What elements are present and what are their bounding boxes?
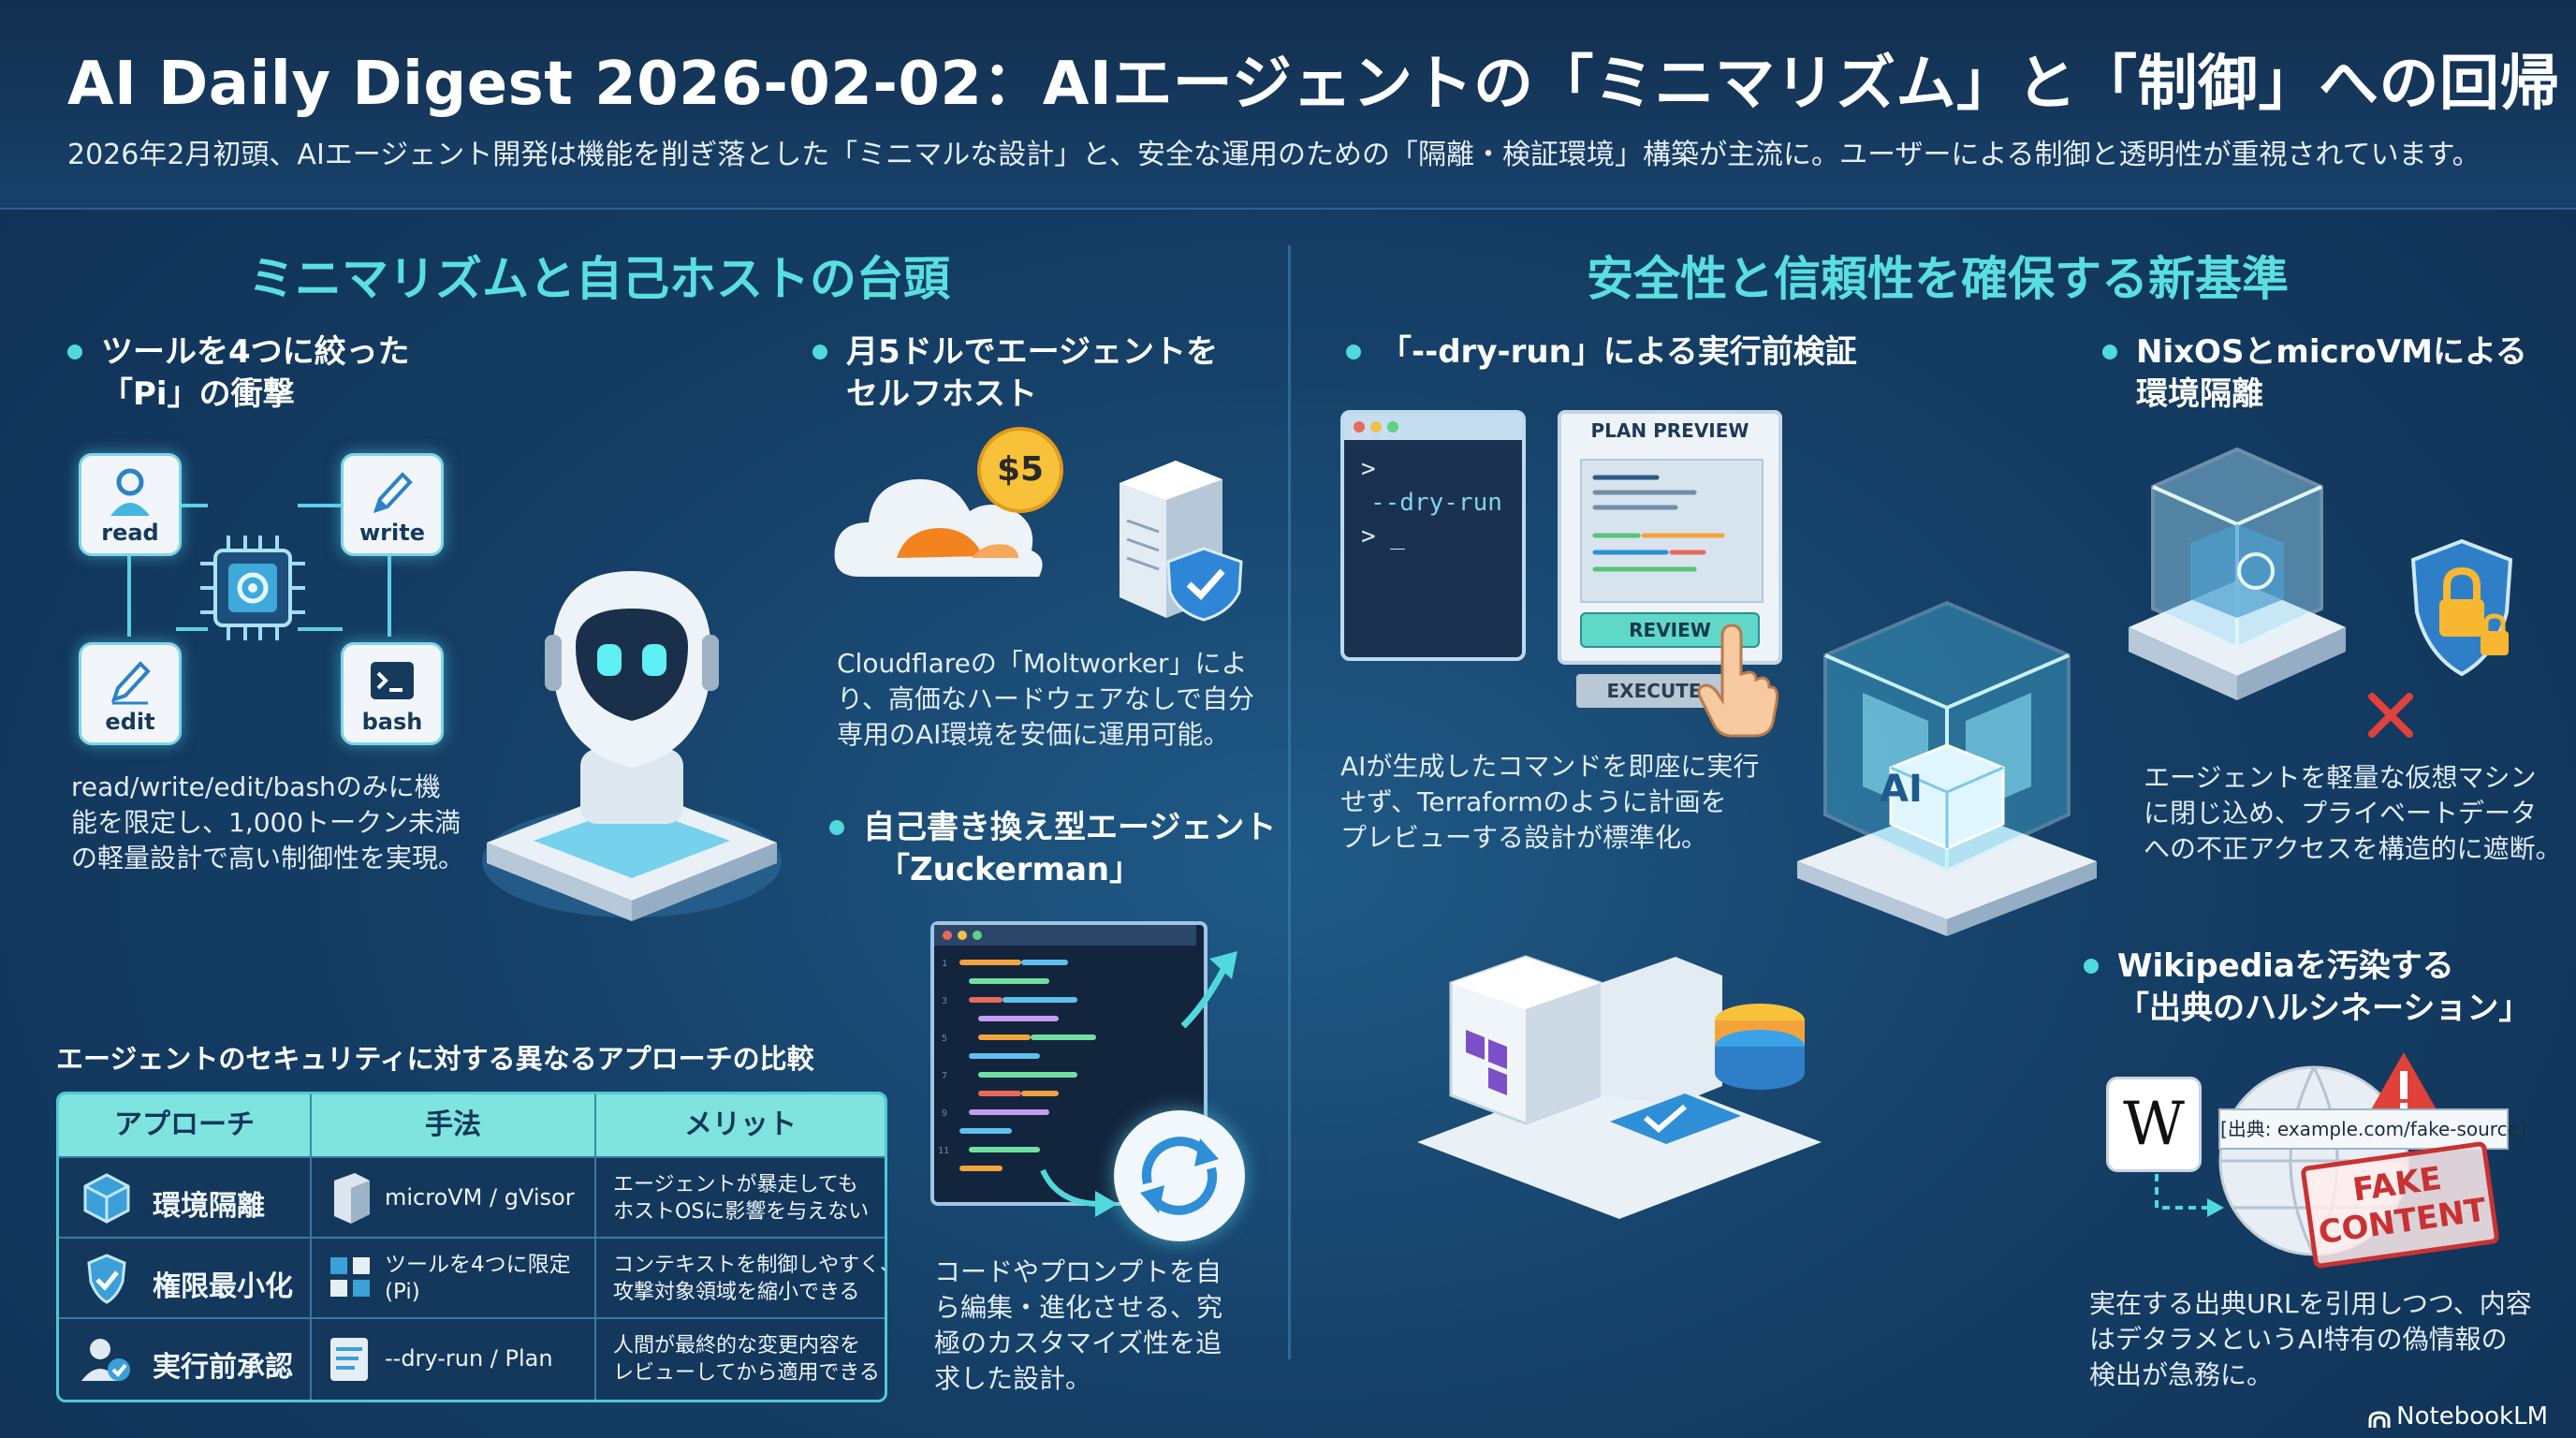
cube-icon — [83, 1173, 130, 1224]
arrow-up-icon — [1179, 946, 1245, 1030]
right-section-title: 安全性と信頼性を確保する新基準 — [1587, 252, 2289, 306]
notebooklm-icon — [2368, 1408, 2391, 1428]
svg-text:9: 9 — [942, 1108, 947, 1119]
section-divider — [1288, 245, 1291, 1359]
lock-shield-icon — [2406, 537, 2518, 678]
page-title: AI Daily Digest 2026-02-02：AIエージェントの「ミニマ… — [67, 50, 2560, 119]
tool-read: read — [79, 453, 182, 556]
user-check-icon — [81, 1339, 130, 1381]
price-badge: $5 — [977, 427, 1063, 513]
wiki-heading: Wikipediaを汚染する「出典のハルシネーション」 — [2083, 946, 2530, 1030]
page-subtitle: 2026年2月初頭、AIエージェント開発は機能を削ぎ落とした「ミニマルな設計」と… — [67, 139, 2481, 171]
pencil-icon — [373, 472, 413, 514]
table-row: 環境隔離 — [59, 1156, 312, 1239]
table-row: 権限最小化 — [59, 1237, 312, 1319]
svg-text:11: 11 — [938, 1146, 949, 1156]
dryrun-heading: 「--dry-run」による実行前検証 — [1346, 331, 1857, 374]
selfhost-heading: 月5ドルでエージェントをセルフホスト — [812, 331, 1218, 416]
dashed-arrow-icon — [2153, 1170, 2228, 1217]
fake-source-citation: [出典: example.com/fake-source] — [2218, 1108, 2526, 1150]
zuckerman-description: コードやプロンプトを自ら編集・進化させる、究極のカスタマイズ性を追求した設計。 — [934, 1256, 1223, 1394]
pi-heading: ツールを4つに絞った「Pi」の衝撃 — [67, 331, 410, 416]
svg-text:5: 5 — [942, 1034, 947, 1044]
left-section-title: ミニマリズムと自己ホストの台頭 — [248, 252, 950, 306]
svg-text:3: 3 — [942, 996, 947, 1006]
dryrun-description: AIが生成したコマンドを即座に実行せず、Terraformのように計画をプレビュ… — [1340, 751, 1760, 853]
terminal-icon — [371, 662, 414, 699]
refresh-icon — [1114, 1110, 1245, 1241]
shield-hands-icon — [87, 1254, 126, 1304]
arrow-curve-icon — [1039, 1167, 1123, 1223]
svg-text:1: 1 — [942, 959, 947, 969]
edit-icon — [110, 661, 151, 705]
microvm-cube-illustration — [2125, 431, 2349, 712]
notebooklm-brand: NotebookLM — [2368, 1402, 2548, 1431]
nixos-description: エージェントを軽量な仮想マシンに閉じ込め、プライベートデータへの不正アクセスを構… — [2144, 762, 2562, 864]
zuckerman-heading: 自己書き換え型エージェント「Zuckerman」 — [828, 807, 1276, 891]
tool-write: write — [341, 453, 444, 556]
table-header-method: 手法 — [312, 1094, 596, 1156]
ai-cube-illustration — [1788, 580, 2106, 936]
selfhost-description: Cloudflareの「Moltworker」により、高価なハードウェアなしで自… — [837, 648, 1255, 750]
table-caption: エージェントのセキュリティに対する異なるアプローチの比較 — [56, 1043, 814, 1075]
tool-bash: bash — [341, 642, 444, 745]
block-x-icon — [2364, 689, 2417, 741]
tool-edit: edit — [79, 642, 182, 745]
plan-doc-icon — [330, 1338, 368, 1381]
robot-illustration — [477, 534, 786, 927]
table-header-approach: アプローチ — [59, 1094, 312, 1156]
hand-pointer-icon — [1694, 618, 1778, 740]
table-row: 実行前承認 — [59, 1317, 312, 1400]
nixos-heading: NixOSとmicroVMによる環境隔離 — [2102, 331, 2527, 416]
server-shield-icon — [1110, 455, 1251, 624]
plan-preview-panel: PLAN PREVIEW REVIEW — [1558, 410, 1782, 665]
table-header-merit: メリット — [596, 1094, 885, 1156]
cloud-icon — [831, 446, 1048, 595]
ai-chip-label: AI — [1880, 768, 1923, 811]
comparison-table: アプローチ 手法 メリット 環境隔離 microVM / gVisor エージェ… — [56, 1092, 887, 1402]
chip-icon — [200, 536, 305, 640]
user-icon — [110, 468, 150, 516]
pi-description: read/write/edit/bashのみに機能を限定し、1,000トークン未… — [71, 771, 465, 873]
terraform-database-illustration — [1413, 946, 1825, 1226]
wikipedia-logo: W — [2106, 1077, 2202, 1172]
tools-grid-icon — [330, 1257, 370, 1297]
svg-text:7: 7 — [942, 1071, 947, 1081]
header-banner — [0, 0, 2576, 210]
terminal-window: > --dry-run > _ — [1340, 410, 1526, 661]
server-icon — [334, 1173, 370, 1224]
wiki-description: 実在する出典URLを引用しつつ、内容はデタラメというAI特有の偽情報の検出が急務… — [2089, 1288, 2532, 1390]
